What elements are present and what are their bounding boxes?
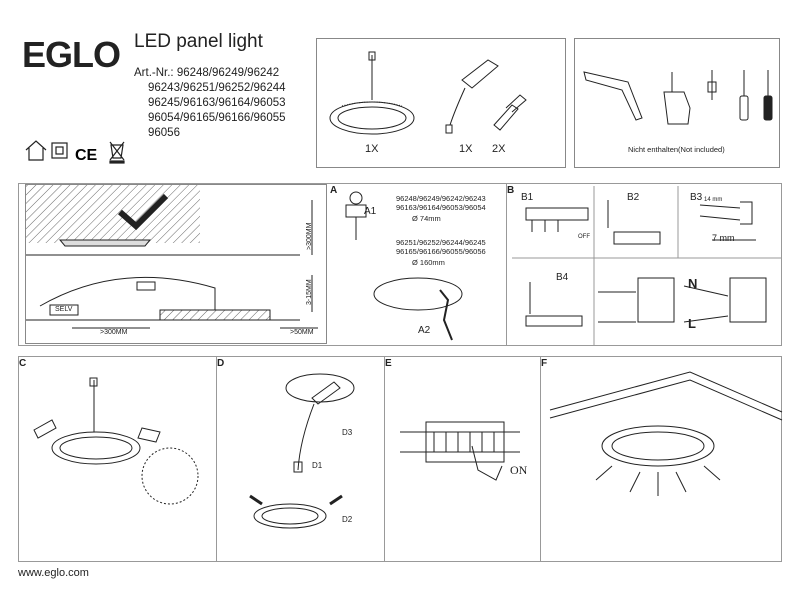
strip-7mm: 7 mm <box>712 233 735 243</box>
step-f-label: F <box>541 358 548 369</box>
class-ii-icon <box>51 142 68 159</box>
dim-300-label: >300MM <box>100 329 128 336</box>
terminal-l: L <box>688 316 696 331</box>
step-e-label: E <box>385 358 392 369</box>
clip-qty: 2X <box>492 143 506 155</box>
panel-cross-section <box>58 239 152 247</box>
screwdriver-cross-icon <box>763 70 773 121</box>
step-a-group1-line2: 96163/96164/96053/96054 <box>396 203 486 212</box>
panel-light-icon <box>329 51 415 135</box>
house-icon <box>25 140 47 161</box>
step-b4-label: B4 <box>556 272 569 283</box>
step-c-drawing <box>33 377 199 505</box>
art-number-line-3: 96245/96163/96164/96053 <box>148 97 286 109</box>
step-d1-label: D1 <box>312 461 323 470</box>
dowel-screw-icon <box>707 70 717 100</box>
step-a-group2-line2: 96165/96166/96055/96056 <box>396 247 486 256</box>
step-d3-label: D3 <box>342 428 353 437</box>
art-number-line-1: Art.-Nr.: 96248/96249/96242 <box>134 66 279 81</box>
footer-url: www.eglo.com <box>18 567 89 579</box>
step-b2-label: B2 <box>627 192 640 203</box>
strip-14mm: 14 mm <box>704 197 723 203</box>
step-d2-label: D2 <box>342 515 353 524</box>
art-number-line-5: 96056 <box>148 127 180 139</box>
step-a-group2-line1: 96251/96252/96244/96245 <box>396 238 486 247</box>
driver-icon <box>445 59 499 134</box>
step-f-drawing <box>549 371 783 496</box>
tools-not-included-note: Nicht enthalten(Not included) <box>628 145 725 154</box>
step-b1-label: B1 <box>521 192 534 203</box>
driver-qty: 1X <box>459 143 473 155</box>
product-title: LED panel light <box>134 31 263 52</box>
step-b-label: B <box>507 185 515 196</box>
art-number-line-2: 96243/96251/96252/96244 <box>148 82 286 94</box>
step-a-group1-line1: 96248/96249/96242/96243 <box>396 194 486 203</box>
step-b3-label: B3 <box>690 192 703 203</box>
connector <box>136 281 156 291</box>
step-a-cut-74: Ø 74mm <box>412 214 441 223</box>
panel-qty: 1X <box>365 143 379 155</box>
art-numbers-1: 96248/96249/96242 <box>176 67 280 79</box>
step-c-label: C <box>19 358 27 369</box>
drill-icon <box>663 72 691 125</box>
terminal-n: N <box>688 276 698 291</box>
step-a-group2: 96251/96252/96244/96245 96165/96166/9605… <box>396 238 486 267</box>
step-a-group1: 96248/96249/96242/96243 96163/96164/9605… <box>396 194 486 223</box>
ceiling-hatch <box>26 185 200 243</box>
step-e-on: ON <box>510 463 528 477</box>
tools-box <box>574 38 780 168</box>
saw-blade <box>439 289 453 341</box>
checkmark-icon <box>118 193 169 231</box>
selv-label: SELV <box>55 306 73 313</box>
step-d-drawing <box>249 373 355 529</box>
eglo-logo: EGLO <box>22 34 121 75</box>
step-b1-off: OFF <box>578 234 590 240</box>
ce-mark-icon: CE <box>75 147 98 164</box>
art-prefix: Art.-Nr.: <box>134 67 174 79</box>
cable <box>39 276 216 310</box>
saw-icon <box>583 71 643 121</box>
screwdriver-flat-icon <box>739 70 749 121</box>
dim-50-label: >50MM <box>290 329 314 336</box>
art-number-line-4: 96054/96165/96166/96055 <box>148 112 286 124</box>
cutout-hole <box>373 277 463 311</box>
row-mounting <box>18 356 782 562</box>
step-e-drawing <box>400 421 520 481</box>
spring-clip-icon <box>493 94 527 131</box>
step-a2-label: A2 <box>418 325 431 336</box>
step-a-cut-160: Ø 160mm <box>412 258 445 267</box>
contents-box <box>316 38 566 168</box>
step-a1-label: A1 <box>364 206 377 217</box>
ceiling-diagram <box>25 184 327 344</box>
step-d-label: D <box>217 358 225 369</box>
step-a-label: A <box>330 185 338 196</box>
weee-bin-icon <box>109 141 125 164</box>
